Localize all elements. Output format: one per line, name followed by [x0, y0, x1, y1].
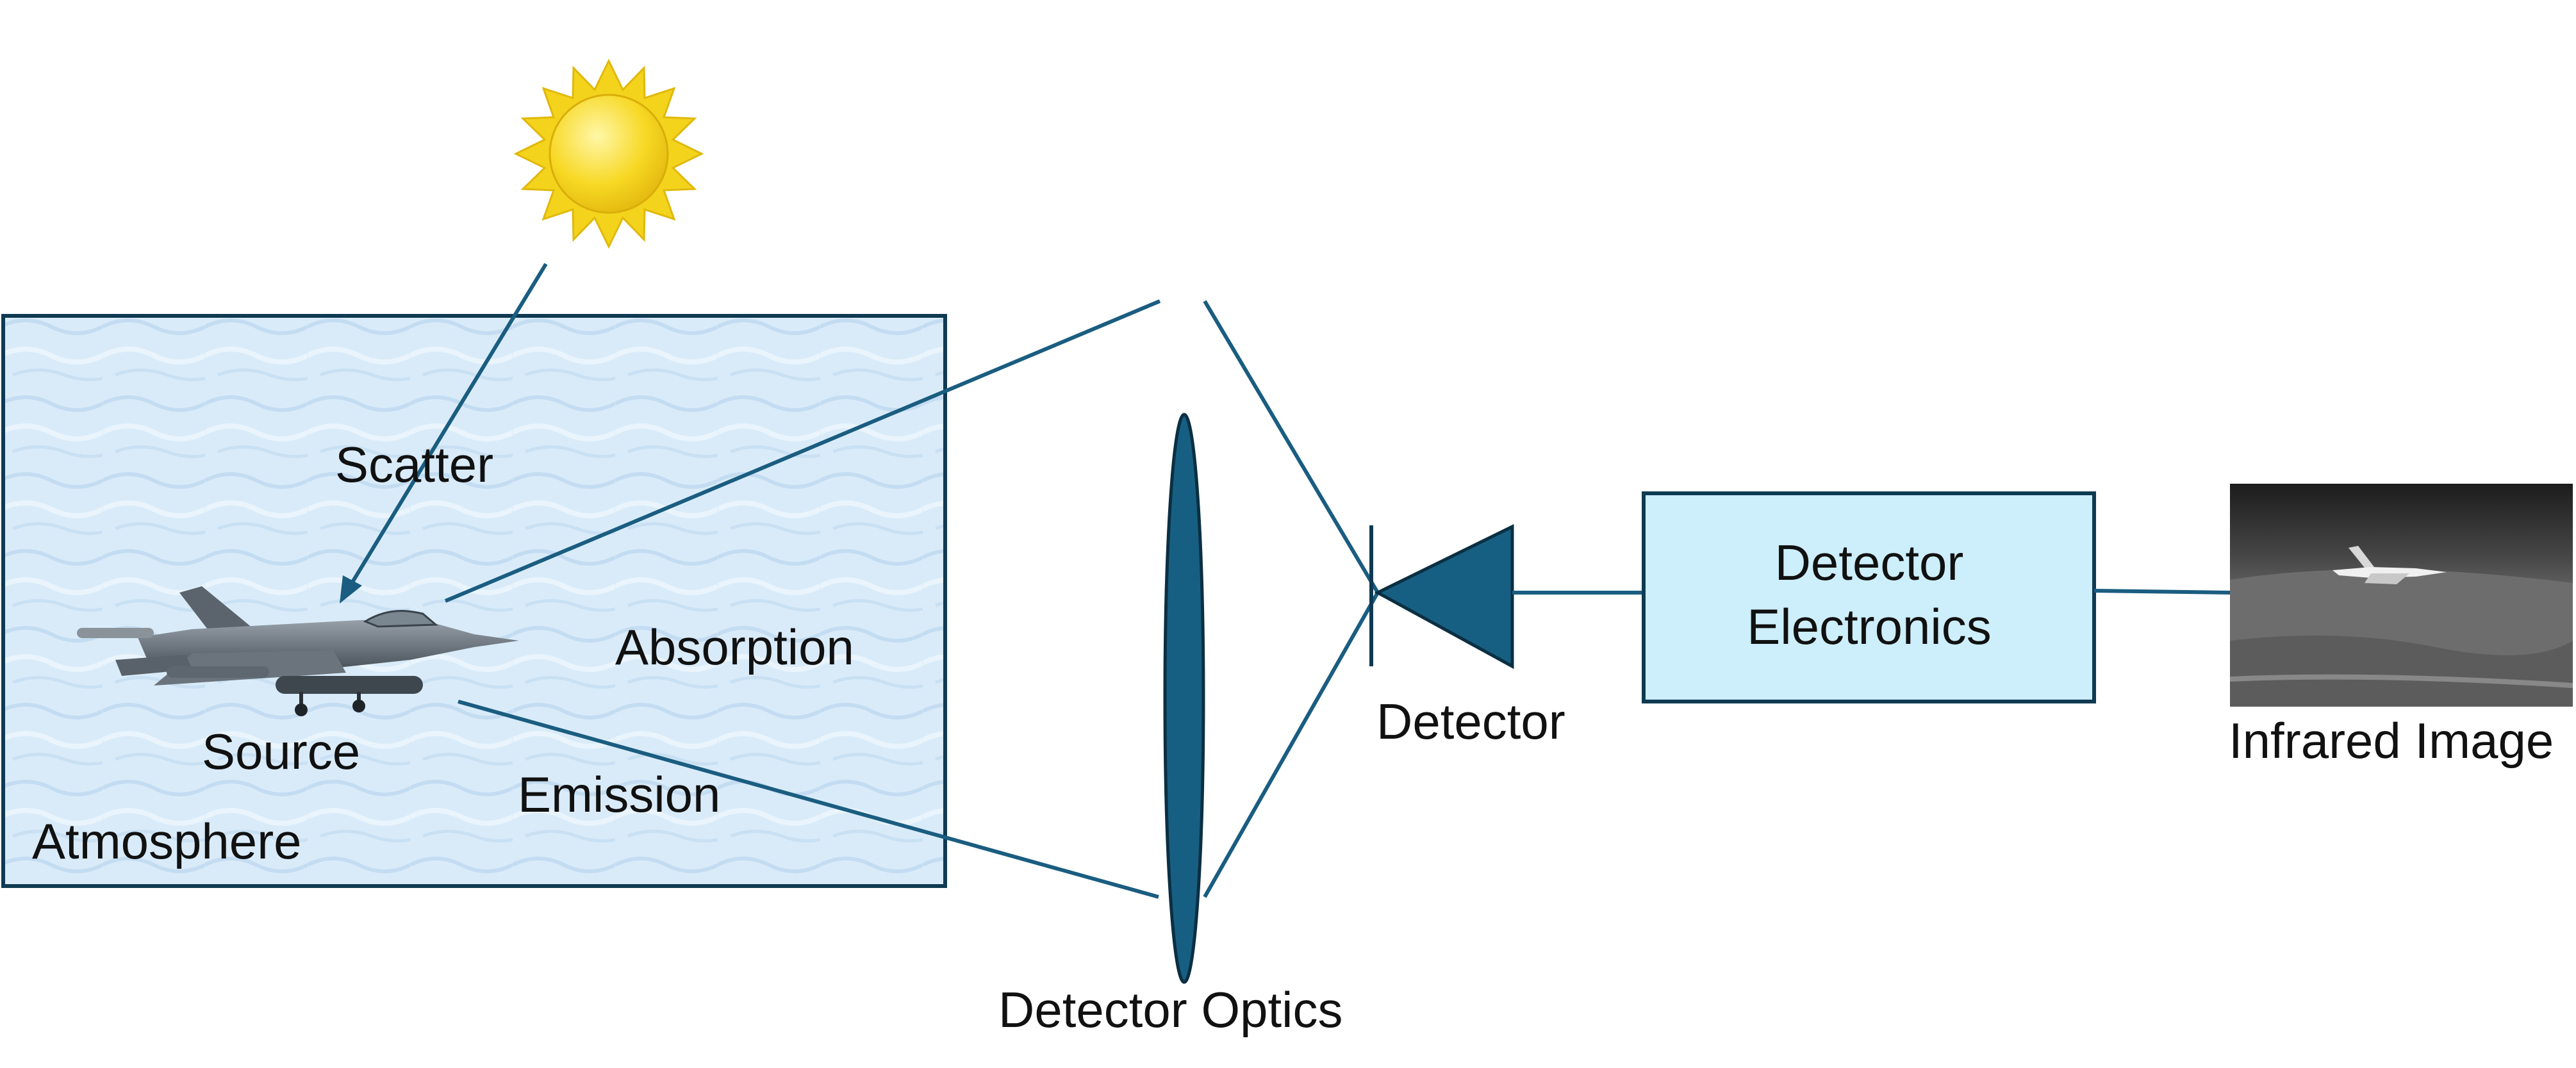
- infrared-image-label: Infrared Image: [2229, 712, 2554, 769]
- electronics-label-line1: Detector: [1775, 534, 1964, 591]
- signal-line-2: [2093, 589, 2231, 595]
- atmosphere-label: Atmosphere: [32, 813, 302, 869]
- detector-lens: [1163, 413, 1205, 984]
- focus-rays: [1203, 300, 1380, 898]
- absorption-label: Absorption: [615, 619, 854, 675]
- scatter-label: Scatter: [335, 436, 493, 493]
- sun-icon: [513, 58, 704, 249]
- detector-optics-label: Detector Optics: [998, 982, 1343, 1038]
- scatter-ray: [340, 263, 548, 604]
- emission-label: Emission: [518, 766, 720, 823]
- infrared-aircraft-image: [2229, 484, 2573, 707]
- fighter-jet-icon: [77, 586, 519, 716]
- electronics-label-line2: Electronics: [1747, 598, 1991, 655]
- emission-rays: [444, 299, 1161, 899]
- atmosphere-box: [1, 314, 947, 888]
- detector-icon: [1369, 523, 1514, 670]
- detector-label: Detector: [1376, 693, 1565, 750]
- source-label: Source: [202, 723, 360, 780]
- detector-electronics-box: [1642, 491, 2096, 703]
